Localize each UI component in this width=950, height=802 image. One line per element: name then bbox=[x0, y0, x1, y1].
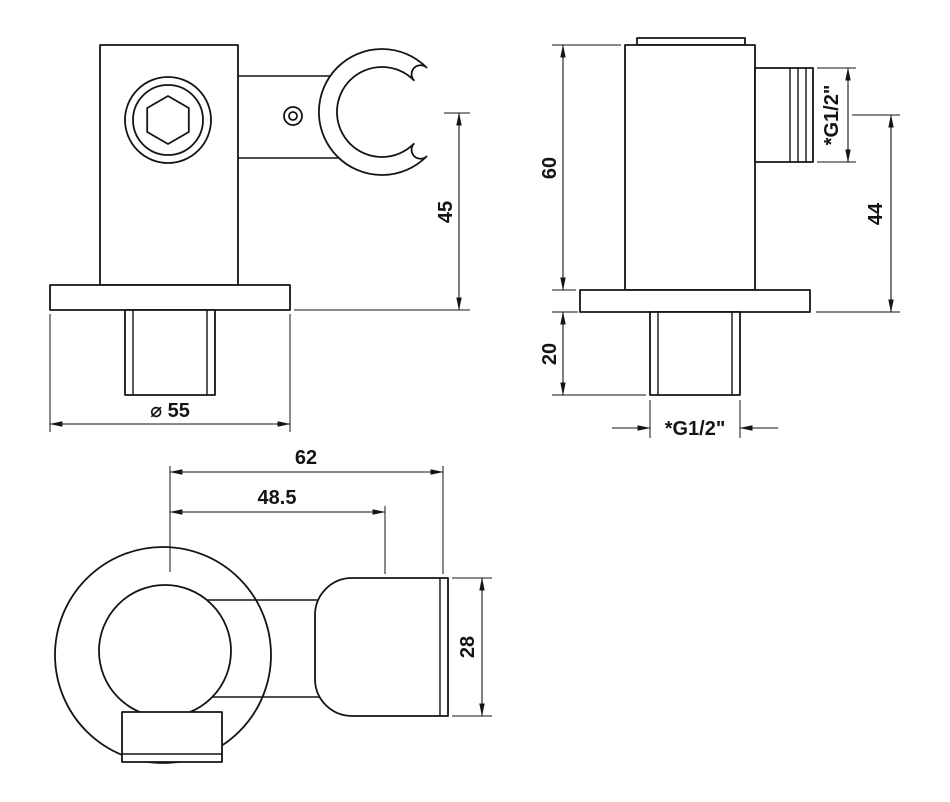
front-pivot-screw-inner bbox=[288, 111, 298, 121]
front-hex-socket bbox=[146, 95, 190, 145]
top-dim-48-5: 48.5 bbox=[169, 487, 386, 574]
side-view: 60 20 *G1/2" 44 bbox=[539, 37, 900, 440]
top-dim-28-label: 28 bbox=[457, 636, 479, 658]
top-view: 62 48.5 28 bbox=[54, 447, 492, 764]
front-dim-45-label: 45 bbox=[435, 201, 457, 223]
side-dim-60-label: 60 bbox=[539, 157, 561, 179]
side-dim-20: 20 bbox=[539, 311, 646, 396]
front-dim-45: 45 bbox=[294, 112, 470, 311]
top-dim-62: 62 bbox=[169, 447, 444, 574]
top-dim-62-label: 62 bbox=[295, 447, 317, 469]
front-dim-55-label: ⌀ 55 bbox=[150, 400, 190, 422]
side-dim-20-label: 20 bbox=[539, 343, 561, 365]
top-dim-28: 28 bbox=[452, 577, 492, 717]
side-dim-44-label: 44 bbox=[865, 202, 887, 225]
side-dim-60: 60 bbox=[539, 44, 621, 291]
front-view: 45 ⌀ 55 bbox=[49, 44, 470, 432]
side-body-outline bbox=[624, 44, 756, 291]
side-top-cap bbox=[636, 37, 746, 46]
side-dim-inlet-label: *G1/2" bbox=[665, 418, 726, 440]
top-dim-48-5-label: 48.5 bbox=[258, 487, 297, 509]
side-dim-inlet-thread: *G1/2" bbox=[612, 400, 778, 440]
side-dim-outlet-label: *G1/2" bbox=[821, 85, 843, 146]
front-dim-diameter-55: ⌀ 55 bbox=[49, 314, 291, 432]
top-holder-outline bbox=[314, 577, 449, 717]
side-dim-outlet-thread: *G1/2" bbox=[817, 67, 856, 163]
side-wall-flange bbox=[579, 289, 811, 313]
side-inlet-thread-body bbox=[649, 311, 741, 396]
front-holder-clip-outline bbox=[318, 48, 428, 176]
side-dim-44: 44 bbox=[816, 114, 900, 313]
front-wall-flange bbox=[49, 284, 291, 311]
front-inlet-thread-body bbox=[124, 309, 216, 396]
side-outlet-thread-body bbox=[754, 67, 814, 163]
top-body-circle bbox=[98, 584, 232, 718]
